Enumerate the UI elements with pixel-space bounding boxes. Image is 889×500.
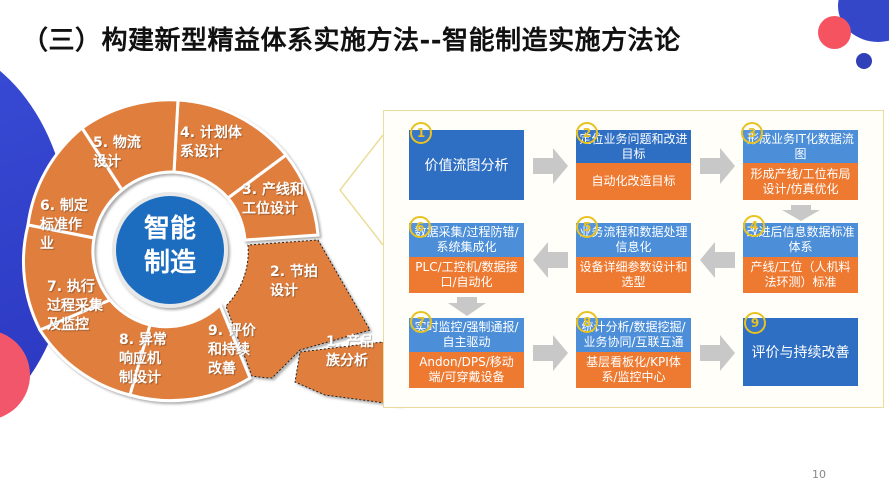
decorative-blue-dot [856, 53, 872, 69]
ring-label-1: 1. 产品族分析 [326, 334, 374, 369]
ring-segment-1 [294, 341, 401, 406]
ring-label-4: 4. 计划体系设计 [180, 125, 242, 160]
center-label: 智能制造 [143, 214, 196, 278]
step-badge-7: 7 [410, 311, 432, 333]
callout-outline [339, 134, 384, 246]
step-badge-9: 9 [744, 312, 766, 334]
ring-label-8: 8. 异常响应机制设计 [119, 332, 167, 386]
page-number: 10 [812, 468, 826, 481]
step-badge-6: 6 [409, 216, 431, 238]
step-badge-8: 8 [576, 311, 598, 333]
arrow-left-icon [533, 242, 568, 278]
ring-label-5: 5. 物流设计 [93, 135, 141, 170]
step-7-box: 实时监控/强制通报/自主驱动 Andon/DPS/移动端/可穿戴设备 [409, 318, 524, 388]
page-title: （三）构建新型精益体系实施方法--智能制造实施方法论 [22, 26, 681, 56]
arrow-down-icon [782, 205, 820, 221]
step-badge-1: 1 [410, 122, 432, 144]
step-1-box: 价值流图分析 [409, 130, 524, 200]
step-badge-4: 4 [743, 215, 765, 237]
arrow-right-icon [533, 335, 568, 371]
arrow-left-icon [700, 242, 735, 278]
ring-segment-3 [225, 152, 320, 242]
ring-segment-6 [26, 125, 124, 240]
arrow-right-icon [700, 148, 735, 184]
center-circle [112, 192, 228, 308]
ring-segment-4 [172, 98, 289, 201]
ring-label-9: 9. 评价和持续改善 [208, 323, 256, 377]
ring-segment-2 [225, 239, 371, 379]
ring-label-3: 3. 产线和工位设计 [242, 182, 304, 217]
ring-segment-5 [79, 98, 180, 193]
ring-segment-9 [128, 302, 252, 403]
step-badge-5: 5 [576, 216, 598, 238]
step-5-box: 业务流程和数据处理信息化 设备详细参数设计和选型 [576, 223, 691, 293]
step-8-box: 统计分析/数据挖掘/业务协同/互联互通 基层看板化/KPI体系/监控中心 [576, 318, 691, 388]
step-badge-2: 2 [576, 122, 598, 144]
step-badge-3: 3 [741, 122, 763, 144]
arrow-down-icon [448, 297, 486, 316]
arrow-right-icon [533, 148, 568, 184]
ring-label-6: 6. 制定标准作业 [40, 198, 88, 252]
ring-label-7: 7. 执行过程采集及监控 [47, 279, 103, 333]
ring-segment-7 [21, 223, 113, 332]
arrow-right-icon [700, 335, 735, 371]
ring-label-2: 2. 节拍设计 [270, 264, 318, 299]
decorative-red-circle-small [818, 16, 851, 49]
ring-segment-8 [37, 298, 152, 397]
